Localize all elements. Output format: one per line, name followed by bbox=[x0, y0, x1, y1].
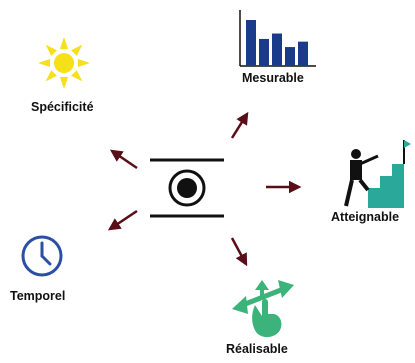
chart-bar bbox=[298, 41, 308, 66]
chart-bar bbox=[285, 47, 295, 66]
stairs-flag-icon bbox=[344, 140, 411, 208]
label-temporel: Temporel bbox=[10, 289, 66, 303]
clock-icon bbox=[21, 235, 63, 277]
bar-chart-icon bbox=[239, 10, 316, 67]
arrow-to-temporel bbox=[107, 209, 138, 231]
label-mesurable: Mesurable bbox=[242, 71, 304, 85]
center-target-icon bbox=[150, 158, 224, 218]
label-realisable: Réalisable bbox=[226, 342, 288, 356]
label-atteignable: Atteignable bbox=[331, 210, 400, 224]
chart-bar bbox=[272, 33, 282, 66]
arrow-to-specificite bbox=[109, 149, 138, 170]
chart-bar bbox=[246, 20, 256, 66]
sun-icon bbox=[38, 37, 90, 89]
label-specificite: Spécificité bbox=[31, 100, 94, 114]
arrow-to-realisable bbox=[230, 237, 248, 267]
chart-bar bbox=[259, 38, 269, 66]
arrow-to-mesurable bbox=[230, 111, 249, 139]
hand-arrows-icon bbox=[232, 280, 294, 338]
